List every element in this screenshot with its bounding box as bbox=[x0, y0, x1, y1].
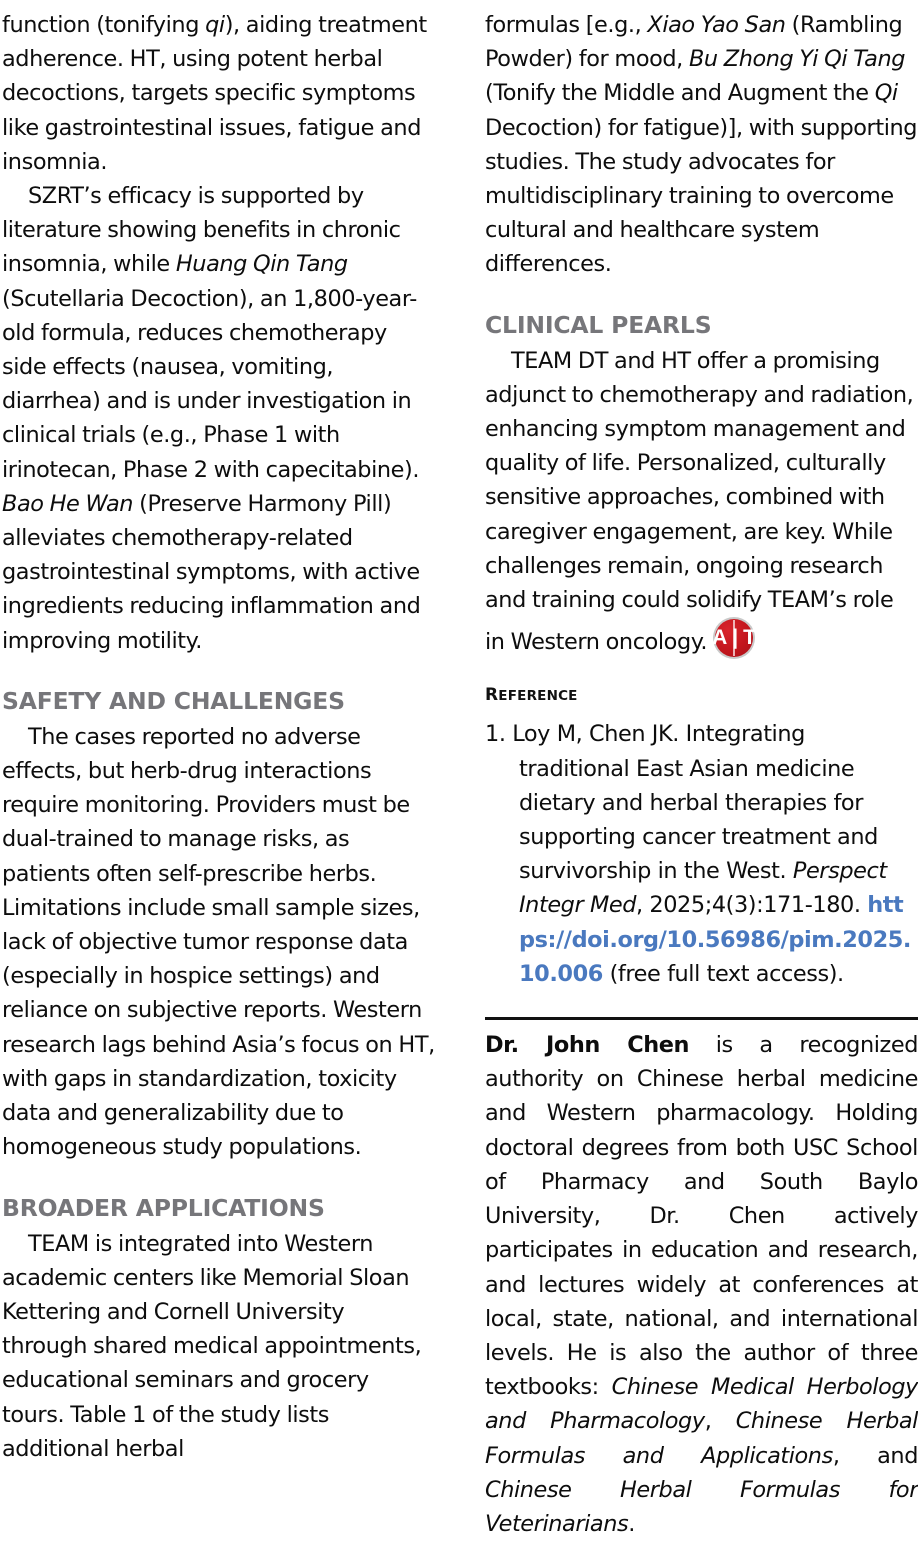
paragraph-continued: function (tonifying qi), aiding treatmen… bbox=[2, 8, 435, 179]
paragraph-szrt: SZRT’s efficacy is supported by literatu… bbox=[2, 179, 435, 658]
spacer bbox=[485, 705, 918, 717]
spacer bbox=[2, 658, 435, 686]
italic-term-bu-zhong-yi-qi-tang: Bu Zhong Yi Qi Tang bbox=[688, 46, 906, 73]
paragraph-broader: TEAM is integrated into Western academic… bbox=[2, 1230, 422, 1462]
bio-text: is a recognized authority on Chinese her… bbox=[485, 1032, 918, 1401]
text-run: function (tonifying bbox=[2, 12, 206, 38]
heading-broader-applications: BROADER APPLICATIONS bbox=[2, 1193, 325, 1222]
section-divider bbox=[485, 1017, 918, 1021]
reference-heading-rest: EFERENCE bbox=[498, 688, 578, 705]
italic-term-xiao-yao-san: Xiao Yao San bbox=[647, 12, 786, 38]
heading-safety-and-challenges: SAFETY AND CHALLENGES bbox=[2, 686, 345, 715]
spacer bbox=[485, 282, 918, 310]
text-run: formulas [e.g., bbox=[485, 12, 648, 38]
author-bio: Dr. John Chen is a recognized authority … bbox=[485, 1028, 918, 1541]
spacer bbox=[2, 1165, 435, 1193]
author-name: Dr. John Chen bbox=[485, 1032, 690, 1059]
book-title-3: Chinese Herbal Formulas for Veterinarian… bbox=[485, 1476, 918, 1537]
text-run: , bbox=[704, 1408, 736, 1435]
two-column-layout: function (tonifying qi), aiding treatmen… bbox=[2, 8, 918, 1537]
text-run: (Preserve Harmony Pill) alleviates chemo… bbox=[2, 490, 421, 654]
reference-journal-name: Perspect Integr Med bbox=[519, 858, 887, 919]
reference-heading-first-letter: R bbox=[485, 685, 499, 706]
text-run: . bbox=[628, 1510, 635, 1537]
reference-item-1: 1. Loy M, Chen JK. Integrating tradition… bbox=[485, 717, 918, 991]
text-run: SZRT’s efficacy is supported by literatu… bbox=[2, 183, 401, 278]
spacer bbox=[485, 659, 918, 685]
article-page: function (tonifying qi), aiding treatmen… bbox=[2, 8, 918, 1537]
text-run: TEAM DT and HT offer a promising adjunct… bbox=[485, 347, 914, 656]
acupuncture-today-logo: A|T bbox=[712, 617, 762, 660]
doi-link[interactable]: https://doi.org/10.56986/pim.2025.10.006 bbox=[519, 892, 911, 987]
reference-text: Loy M, Chen JK. Integrating traditional … bbox=[505, 721, 878, 885]
paragraph-clinical-pearls: TEAM DT and HT offer a promising adjunct… bbox=[485, 344, 918, 660]
text-run: Decoction) for fatigue)], with supportin… bbox=[485, 114, 918, 278]
text-run: , and bbox=[832, 1442, 918, 1469]
logo-letters: A|T bbox=[712, 626, 762, 650]
paragraph-safety: The cases reported no adverse effects, b… bbox=[2, 723, 435, 1161]
paragraph-formulas: formulas [e.g., Xiao Yao San (Rambling P… bbox=[485, 8, 918, 282]
italic-term-qi: qi bbox=[205, 12, 225, 38]
text-run: (Scutellaria Decoction), an 1,800-year-o… bbox=[2, 285, 420, 483]
heading-clinical-pearls: CLINICAL PEARLS bbox=[485, 310, 712, 339]
logo-divider-bar bbox=[733, 620, 736, 657]
reference-number: 1. bbox=[485, 721, 506, 748]
italic-term-huang-qin-tang: Huang Qin Tang bbox=[175, 251, 348, 278]
reference-heading: REFERENCE bbox=[485, 685, 918, 705]
text-run: (Tonify the Middle and Augment the bbox=[485, 80, 875, 107]
right-column: formulas [e.g., Xiao Yao San (Rambling P… bbox=[485, 8, 918, 1537]
reference-citation: , 2025;4(3):171-180. bbox=[636, 892, 868, 919]
text-run: ), aiding treatment adherence. HT, using… bbox=[2, 12, 427, 175]
italic-term-qi: Qi bbox=[874, 80, 898, 107]
italic-term-bao-he-wan: Bao He Wan bbox=[2, 490, 134, 517]
reference-access-note: (free full text access). bbox=[602, 960, 845, 987]
left-column: function (tonifying qi), aiding treatmen… bbox=[2, 8, 435, 1462]
text-run: (Rambling Powder) for mood, bbox=[485, 12, 903, 73]
